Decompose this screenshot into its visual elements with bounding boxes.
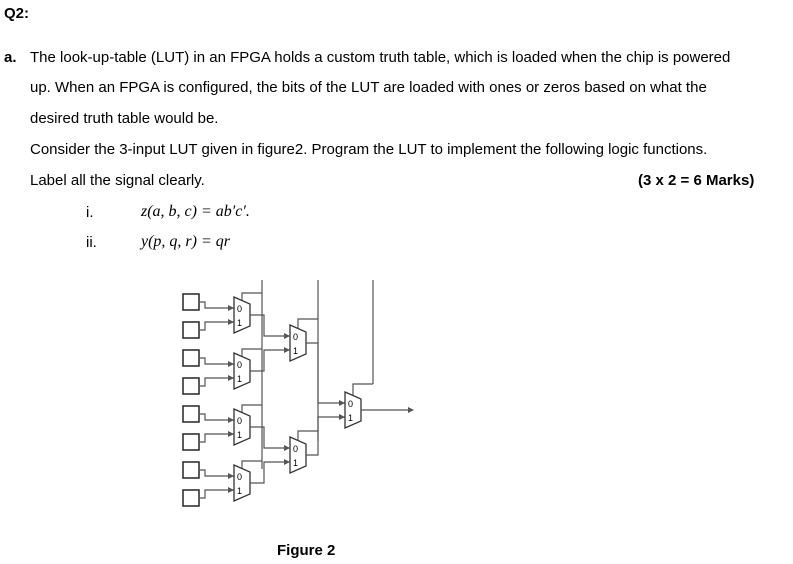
paragraph-line: desired truth table would be.	[30, 110, 219, 127]
wire	[241, 348, 262, 356]
arrow-head	[228, 305, 234, 311]
mux-input-label-1: 1	[237, 486, 242, 496]
arrow-head	[408, 407, 414, 413]
mux-2to1	[233, 352, 251, 390]
figure-caption: Figure 2	[277, 542, 336, 559]
mux-input-label-0: 0	[237, 304, 242, 314]
lut-bit-cell	[182, 293, 200, 311]
wire	[241, 460, 262, 468]
arrow-head	[339, 414, 345, 420]
mux-input-label-1: 1	[348, 413, 353, 423]
lut-bit-cell	[182, 405, 200, 423]
mux-input-label-0: 0	[348, 399, 353, 409]
wire	[241, 292, 262, 300]
arrow-head	[339, 400, 345, 406]
item-expression: y(p, q, r) = qr	[141, 233, 231, 250]
wire	[250, 314, 290, 337]
lut-bit-cell	[182, 377, 200, 395]
mux-2to1	[344, 391, 362, 429]
wire	[250, 426, 290, 449]
wire	[199, 433, 234, 443]
mux-2to1	[233, 296, 251, 334]
mux-input-label-0: 0	[237, 416, 242, 426]
arrow-head	[228, 417, 234, 423]
wire	[199, 489, 234, 499]
arrow-head	[284, 333, 290, 339]
arrow-head	[228, 375, 234, 381]
question-label: Q2:	[4, 5, 30, 22]
wire	[297, 430, 318, 440]
mux-input-label-0: 0	[293, 444, 298, 454]
item-expression: z(a, b, c) = ab′c′.	[141, 203, 250, 220]
wire	[241, 404, 262, 412]
paragraph-line: up. When an FPGA is configured, the bits…	[30, 79, 707, 96]
arrow-head	[228, 473, 234, 479]
lut-bit-cell	[182, 433, 200, 451]
instruction-line: Label all the signal clearly.	[30, 172, 205, 189]
wire	[199, 301, 234, 309]
mux-2to1	[233, 464, 251, 502]
lut-bit-cell	[182, 349, 200, 367]
wire	[306, 342, 345, 404]
marks-label: (3 x 2 = 6 Marks)	[638, 172, 755, 189]
paragraph-line: The look-up-table (LUT) in an FPGA holds…	[30, 49, 731, 66]
mux-2to1	[289, 436, 307, 474]
wire	[199, 413, 234, 421]
lut-bit-cell	[182, 489, 200, 507]
lut-mux-figure: 0 1 0 1 0 1 0 1 0 1 0 1 0 1	[182, 280, 414, 507]
lut-bit-cell	[182, 461, 200, 479]
lut-bit-cell	[182, 321, 200, 339]
mux-2to1	[233, 408, 251, 446]
mux-input-label-1: 1	[293, 458, 298, 468]
wire	[352, 383, 373, 395]
mux-input-label-0: 0	[293, 332, 298, 342]
arrow-head	[284, 445, 290, 451]
arrow-head	[228, 431, 234, 437]
mux-2to1	[289, 324, 307, 362]
arrow-head	[228, 361, 234, 367]
wire	[199, 321, 234, 331]
mux-input-label-1: 1	[237, 318, 242, 328]
wire	[199, 357, 234, 365]
mux-input-label-1: 1	[293, 346, 298, 356]
part-label: a.	[4, 49, 17, 66]
wire	[199, 377, 234, 387]
wire	[306, 416, 345, 456]
arrow-head	[228, 319, 234, 325]
mux-input-label-1: 1	[237, 374, 242, 384]
arrow-head	[284, 347, 290, 353]
item-numeral: ii.	[86, 234, 97, 251]
mux-input-label-0: 0	[237, 472, 242, 482]
arrow-head	[284, 459, 290, 465]
wire	[250, 461, 290, 484]
wire	[199, 469, 234, 477]
mux-input-label-1: 1	[237, 430, 242, 440]
wire	[250, 349, 290, 372]
wire	[297, 318, 318, 328]
mux-input-label-0: 0	[237, 360, 242, 370]
item-numeral: i.	[86, 204, 94, 221]
arrow-head	[228, 487, 234, 493]
instruction-line: Consider the 3-input LUT given in figure…	[30, 141, 708, 158]
